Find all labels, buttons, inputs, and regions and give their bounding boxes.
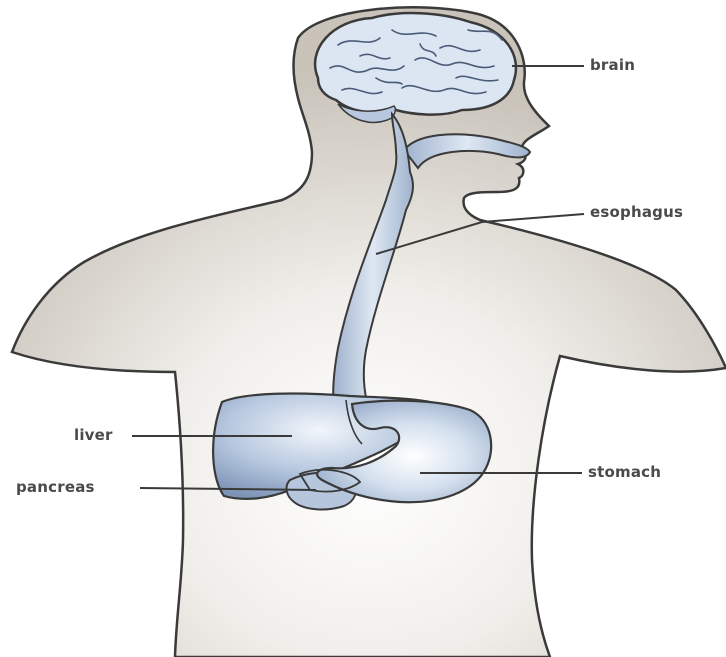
brain-organ: [315, 13, 516, 115]
brain-label: brain: [590, 58, 635, 73]
liver-label: liver: [74, 428, 113, 443]
pancreas-label: pancreas: [16, 480, 95, 495]
esophagus-label: esophagus: [590, 205, 683, 220]
stomach-label: stomach: [588, 465, 661, 480]
